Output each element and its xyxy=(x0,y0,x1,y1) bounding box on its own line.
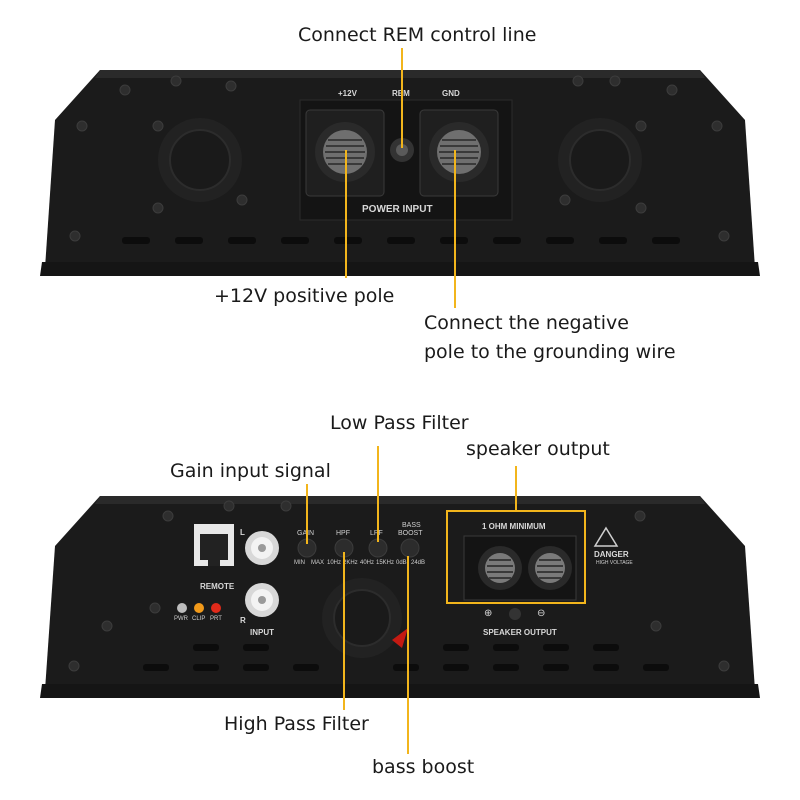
remote-label: REMOTE xyxy=(200,582,235,591)
speaker-callout-line xyxy=(515,466,517,510)
negative-callout-line1: Connect the negative xyxy=(424,312,629,334)
bass-0db-label: 0dB xyxy=(396,560,407,566)
gain-max-label: MAX xyxy=(311,560,325,566)
bass-boost-label-2: BOOST xyxy=(398,530,423,537)
gain-callout: Gain input signal xyxy=(170,460,331,482)
rem-label: REM xyxy=(392,89,410,98)
prt-label: PRT xyxy=(210,616,222,622)
negative-callout-line2: pole to the grounding wire xyxy=(424,341,676,363)
speaker-callout: speaker output xyxy=(466,438,610,460)
rem-callout: Connect REM control line xyxy=(298,24,537,46)
pwr-label: PWR xyxy=(174,616,188,622)
gain-label: GAIN xyxy=(297,530,314,537)
gain-min-label: MIN xyxy=(294,560,305,566)
hpf-10hz-label: 10Hz xyxy=(327,560,342,566)
hpf-callout-line xyxy=(343,552,345,710)
bottom-amplifier: REMOTE L R INPUT PWR CLIP PRT GAIN HPF L… xyxy=(0,490,800,710)
hpf-2khz-label: 2KHz xyxy=(343,560,358,566)
top-amplifier: +12V REM GND POWER INPUT xyxy=(0,0,800,300)
speaker-minus-icon: ⊖ xyxy=(537,608,546,619)
negative-callout-line xyxy=(454,150,456,308)
bass-24db-label: 24dB xyxy=(411,560,426,566)
positive-callout: +12V positive pole xyxy=(214,285,395,307)
lpf-callout: Low Pass Filter xyxy=(330,412,469,434)
gnd-label: GND xyxy=(442,89,460,98)
lpf-label: LPF xyxy=(370,530,383,537)
top-amplifier-body xyxy=(40,70,760,276)
speaker-output-label: SPEAKER OUTPUT xyxy=(483,628,557,637)
gain-callout-line xyxy=(306,484,308,544)
hpf-label: HPF xyxy=(336,530,350,537)
input-r-label: R xyxy=(240,616,246,625)
clip-label: CLIP xyxy=(192,616,206,622)
speaker-plus-icon: ⊕ xyxy=(484,608,493,619)
input-label: INPUT xyxy=(250,628,274,637)
plus12v-label: +12V xyxy=(338,89,357,98)
lpf-15khz-label: 15KHz xyxy=(376,560,395,566)
bass-boost-label-1: BASS xyxy=(402,522,421,529)
bottom-amplifier-body xyxy=(40,496,760,698)
ohm-minimum-label: 1 OHM MINIMUM xyxy=(482,522,546,531)
hpf-callout: High Pass Filter xyxy=(224,713,369,735)
danger-label: DANGER xyxy=(594,550,629,559)
lpf-callout-line xyxy=(377,446,379,542)
bass-callout-line xyxy=(407,556,409,754)
speaker-output-highlight xyxy=(446,510,586,604)
high-voltage-label: HIGH VOLTAGE xyxy=(596,560,633,566)
input-l-label: L xyxy=(240,528,245,537)
positive-callout-line xyxy=(345,150,347,278)
rem-callout-line xyxy=(401,48,403,148)
power-input-label: POWER INPUT xyxy=(362,204,433,215)
lpf-40hz-label: 40Hz xyxy=(360,560,375,566)
bass-callout: bass boost xyxy=(372,756,475,778)
